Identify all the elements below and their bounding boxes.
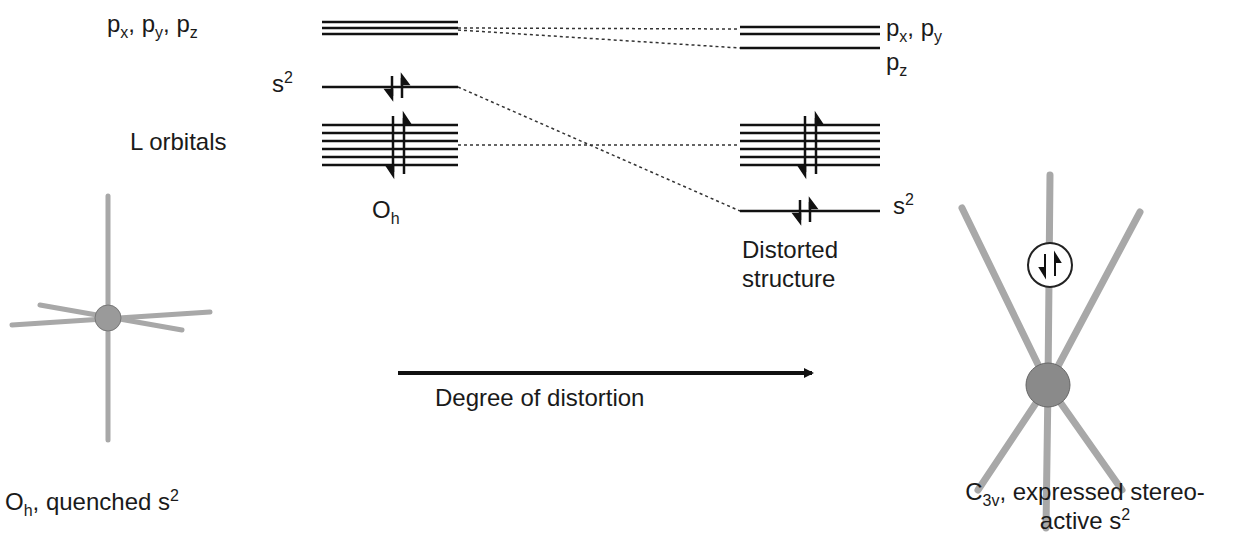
caption-label: C3v, expressed stereo-active s2 xyxy=(935,478,1235,536)
metal-atom xyxy=(95,305,121,331)
lone-pair-electrons xyxy=(1040,254,1060,276)
orbital-label: s2 xyxy=(272,70,293,99)
state-label: Distorted structure xyxy=(742,236,872,294)
orbital-label: pz xyxy=(886,48,907,77)
lone-pair xyxy=(1028,243,1072,287)
symmetry-label: Oh xyxy=(372,196,400,225)
orbital-label: L orbitals xyxy=(130,128,227,157)
axis-label: Degree of distortion xyxy=(435,384,644,413)
octahedral-molecule xyxy=(12,196,210,440)
caption-label: Oh, quenched s2 xyxy=(5,488,179,517)
metal-atom xyxy=(1026,363,1070,407)
orbital-levels xyxy=(322,22,880,211)
electron-arrows xyxy=(386,76,822,222)
distortion-arrow xyxy=(398,371,812,375)
distorted-molecule xyxy=(962,175,1140,528)
orbital-label: s2 xyxy=(893,192,914,221)
correlation-lines xyxy=(458,28,740,211)
orbital-label: px, py, pz xyxy=(107,10,198,39)
orbital-label: px, py xyxy=(886,14,942,43)
